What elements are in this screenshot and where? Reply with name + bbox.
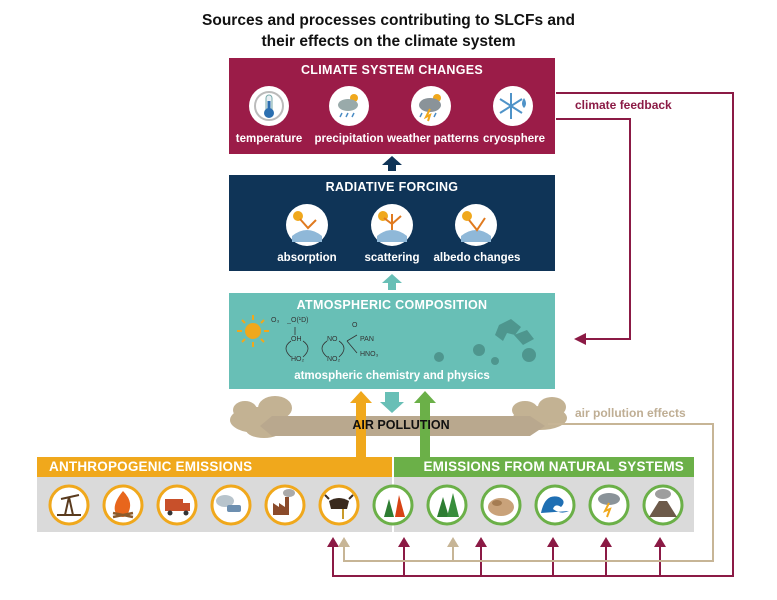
radiative-label-scattering: scattering: [364, 252, 420, 264]
feedback-tick-heads: [398, 537, 666, 547]
rain-cloud-icon: [329, 86, 369, 126]
scattering-icon: [371, 204, 413, 246]
vehicle-emissions-icon: [210, 484, 252, 526]
pollution-effects-heads: [338, 537, 459, 547]
atmospheric-composition-box: ATMOSPHERIC COMPOSITION O₃ O(¹D) OH HO₂ …: [229, 293, 555, 389]
feedback-arrowheads: [327, 537, 339, 547]
chem-pan: PAN: [360, 336, 374, 343]
air-pollution-band: [260, 416, 545, 436]
diagram-title: Sources and processes contributing to SL…: [0, 10, 777, 52]
climate-system-box: CLIMATE SYSTEM CHANGES temperature preci…: [229, 58, 555, 154]
volcano-icon: [642, 484, 684, 526]
lightning-storm-icon: [588, 484, 630, 526]
storm-cloud-icon: [411, 86, 451, 126]
radiative-forcing-box: RADIATIVE FORCING absorption scattering …: [229, 175, 555, 271]
forest-icon: [426, 484, 468, 526]
climate-feedback-line: [556, 118, 631, 340]
arrow-anthro-up: [350, 391, 372, 458]
soil-icon: [480, 484, 522, 526]
radiative-heading: RADIATIVE FORCING: [325, 180, 459, 194]
chemistry-arrows: [285, 323, 358, 358]
anthropogenic-label: ANTHROPOGENIC EMISSIONS: [49, 459, 253, 474]
atmos-heading: ATMOSPHERIC COMPOSITION: [296, 298, 488, 312]
arrow-to-radiative: [382, 274, 402, 290]
oil-extraction-icon: [48, 484, 90, 526]
climate-label-cryosphere: cryosphere: [482, 133, 545, 145]
arrow-to-climate: [382, 156, 402, 171]
chem-o1d: O(¹D): [291, 317, 309, 324]
pollution-effects-line: [343, 423, 714, 562]
atmos-caption: atmospheric chemistry and physics: [294, 370, 490, 382]
albedo-changes-icon: [455, 204, 497, 246]
chem-no: NO: [327, 336, 338, 343]
agriculture-icon: [318, 484, 360, 526]
climate-label-weather-patterns: weather patterns: [387, 133, 480, 145]
chem-no2: NO₂: [327, 356, 341, 363]
radiative-label-absorption: absorption: [277, 252, 337, 264]
absorption-icon: [286, 204, 328, 246]
outer-feedback-line: [332, 92, 734, 577]
chem-hno3: HNO₃: [360, 351, 379, 358]
factory-icon: [264, 484, 306, 526]
waste-truck-icon: [156, 484, 198, 526]
anthropogenic-header: ANTHROPOGENIC EMISSIONS: [37, 457, 392, 477]
forest-fire-icon: [372, 484, 414, 526]
arrow-natural-up: [414, 391, 436, 458]
snowflake-icon: [493, 86, 533, 126]
chem-o: O: [352, 322, 358, 329]
title-line-2: their effects on the climate system: [261, 33, 516, 50]
chem-oh: OH: [291, 336, 302, 343]
radiative-label-albedo-changes: albedo changes: [433, 252, 521, 264]
feedback-arrowhead: [574, 333, 586, 345]
aerosol-particles: [434, 319, 536, 365]
title-line-1: Sources and processes contributing to SL…: [202, 12, 575, 29]
climate-heading: CLIMATE SYSTEM CHANGES: [300, 63, 484, 77]
natural-header: EMISSIONS FROM NATURAL SYSTEMS: [394, 457, 694, 477]
chem-ho2: HO₂: [291, 356, 305, 363]
climate-label-precipitation: precipitation: [314, 133, 384, 145]
ocean-wave-icon: [534, 484, 576, 526]
fire-icon: [102, 484, 144, 526]
air-pollution-effects-label: air pollution effects: [575, 406, 686, 420]
climate-label-temperature: temperature: [235, 133, 303, 145]
sun-icon: [237, 315, 269, 347]
arrow-atmos-pollution: [380, 392, 404, 413]
chem-o3: O₃: [271, 317, 280, 324]
air-pollution-label: AIR POLLUTION: [352, 418, 450, 432]
emission-sources: [48, 484, 684, 526]
climate-feedback-label: climate feedback: [575, 98, 672, 112]
thermometer-icon: [249, 86, 289, 126]
natural-label: EMISSIONS FROM NATURAL SYSTEMS: [423, 459, 684, 474]
